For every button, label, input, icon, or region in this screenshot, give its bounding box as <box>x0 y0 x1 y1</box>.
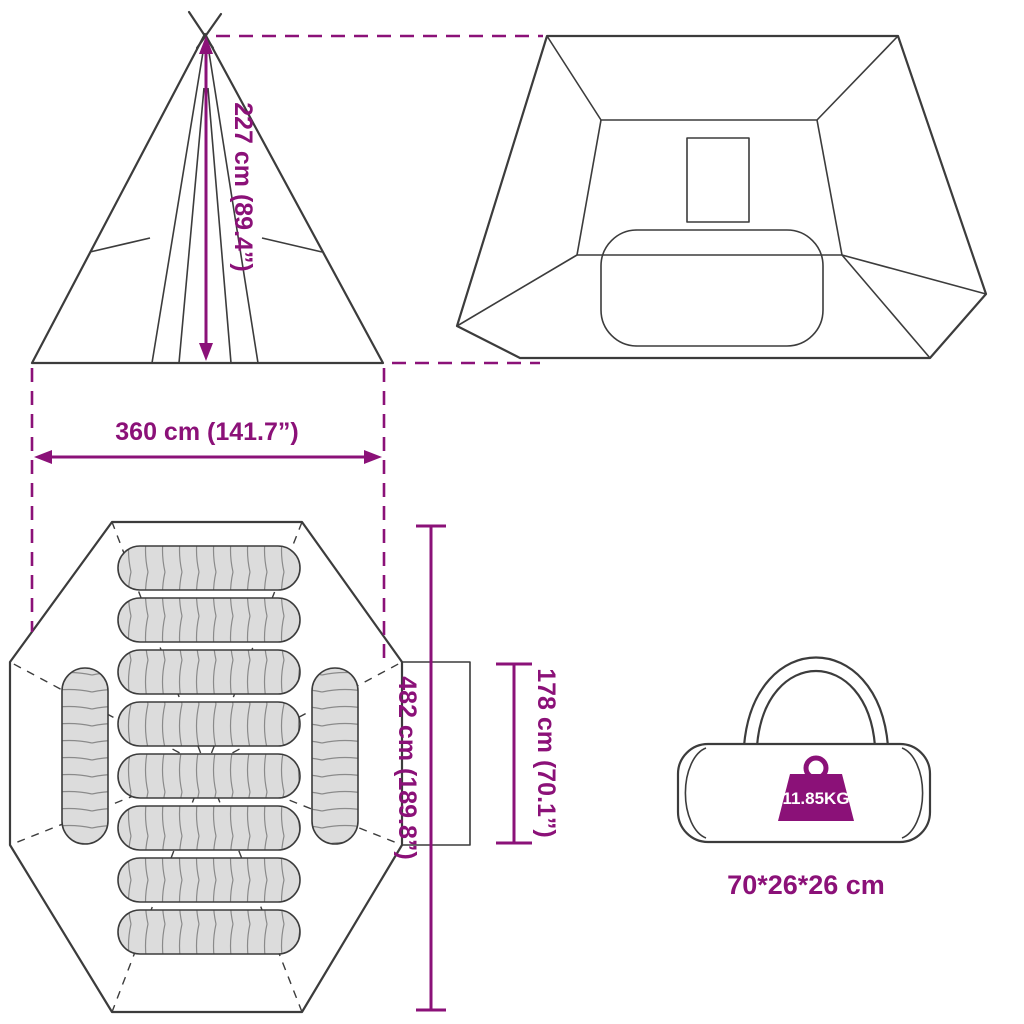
projection-lines <box>30 34 543 658</box>
tent-floor-plan <box>8 520 471 1014</box>
arrow-up-icon <box>199 36 213 54</box>
door-dimension-label: 178 cm (70.1”) <box>532 668 560 838</box>
door-dimension: 178 cm (70.1”) <box>496 662 560 845</box>
weight-label: 11.85KG <box>782 789 849 808</box>
tent-pole-right <box>195 12 223 50</box>
sleeping-bag <box>117 597 301 643</box>
tent-door-edge <box>178 87 205 364</box>
sleeping-bag <box>117 753 301 799</box>
sleeping-bag <box>117 805 301 851</box>
weight-icon <box>778 774 854 821</box>
tent-door-edge <box>207 87 232 364</box>
skirt-crease-right-upper <box>841 254 987 295</box>
sleeping-bag <box>117 909 301 955</box>
carry-bag: 11.85KG 70*26*26 cm <box>676 656 932 900</box>
skirt-crease-right <box>841 254 931 359</box>
tent-rear-silhouette <box>455 34 988 360</box>
sleeping-bag <box>117 857 301 903</box>
arrow-down-icon <box>199 343 213 361</box>
sleeping-bag <box>117 545 301 591</box>
width-dimension: 360 cm (141.7”) <box>34 418 382 464</box>
tent-seam-line <box>151 45 205 364</box>
tent-window <box>686 137 750 223</box>
sleeping-bag <box>311 667 359 845</box>
sleeping-bag <box>61 667 109 845</box>
bag-size-label: 70*26*26 cm <box>727 870 885 900</box>
tent-rear-door <box>600 229 824 347</box>
carry-bag-end-right <box>901 747 924 839</box>
length-dimension-label: 482 cm (189.8”) <box>393 676 421 859</box>
sleeping-bag <box>117 649 301 695</box>
carry-bag-handle-inner <box>755 669 877 748</box>
weight-badge: 11.85KG <box>778 755 854 821</box>
wall-edge-left <box>576 119 602 256</box>
tent-pole-left <box>187 10 215 50</box>
carry-bag-end-left <box>684 747 707 839</box>
tent-skirt-seam-right <box>261 237 323 253</box>
carry-bag-handle-outer <box>742 656 890 748</box>
sleeping-bags <box>61 545 359 955</box>
arrow-right-icon <box>364 450 382 464</box>
wall-edge-right <box>816 119 843 256</box>
sleeping-bag <box>117 701 301 747</box>
length-dimension: 482 cm (189.8”) <box>393 524 446 1012</box>
vestibule-outline <box>402 661 471 846</box>
tent-skirt-seam-left <box>89 237 151 253</box>
width-dimension-label: 360 cm (141.7”) <box>115 418 298 446</box>
roof-panel <box>546 35 899 121</box>
tent-rear-view <box>455 34 988 360</box>
height-dimension-label: 227 cm (89.4”) <box>229 102 257 272</box>
arrow-left-icon <box>34 450 52 464</box>
skirt-crease-left <box>456 254 578 327</box>
height-dimension: 227 cm (89.4”) <box>199 36 257 361</box>
tent-seam-line <box>207 45 259 364</box>
